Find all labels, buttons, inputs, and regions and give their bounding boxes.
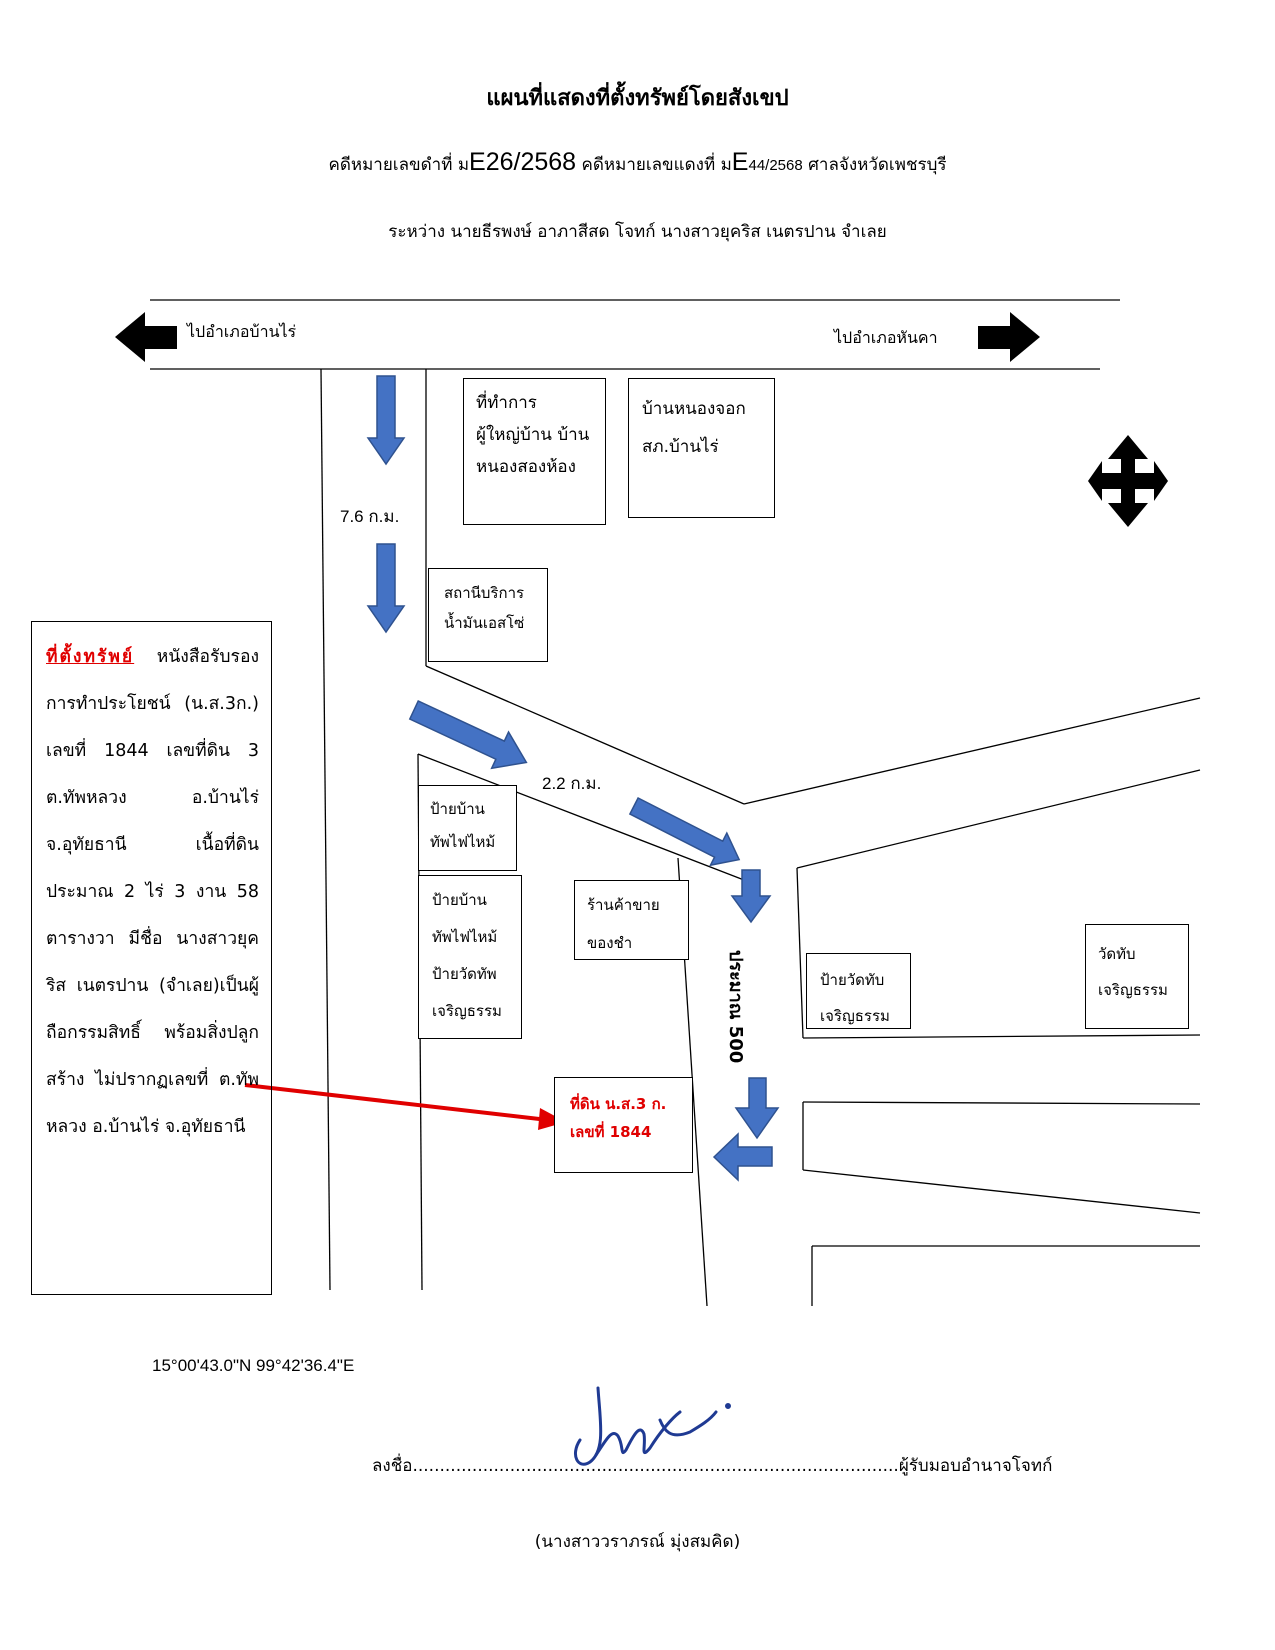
village-sign-1-label: ป้ายบ้าน ทัพไฟไหม้	[430, 800, 496, 851]
police-station-box	[628, 378, 775, 518]
blue-arrow-3-icon	[408, 699, 528, 770]
sign-role: ผู้รับมอบอำนาจโจทก์	[898, 1456, 1053, 1476]
blue-arrow-5-icon	[730, 869, 772, 924]
court-name: ศาลจังหวัดเพชรบุรี	[802, 155, 947, 175]
blue-arrow-7-icon	[712, 1132, 773, 1182]
red-pointer-arrow	[244, 1083, 566, 1130]
four-way-arrow-icon	[1088, 435, 1168, 527]
signer-name: (นางสาววราภรณ์ มุ่งสมคิด)	[534, 1532, 741, 1552]
red-case-letter: E	[731, 148, 749, 176]
distance-1-label: 7.6 ก.ม.	[340, 507, 400, 526]
snack-shop-label: ร้านค้าขาย ของชำ	[587, 896, 660, 952]
property-box-title: ที่ตั้งทรัพย์	[46, 647, 135, 667]
village-head-office-box	[463, 378, 606, 525]
gas-station-box	[428, 568, 548, 662]
temple-box	[1085, 924, 1189, 1029]
case-number-line: คดีหมายเลขดำที่ มE26/2568 คดีหมายเลขแดงท…	[0, 148, 1275, 178]
plot-box	[554, 1077, 693, 1173]
temple-label: วัดทับ เจริญธรรม	[1098, 945, 1168, 999]
plot-label: ที่ดิน น.ส.3 ก. เลขที่ 1844	[570, 1095, 667, 1141]
blue-arrow-6-icon	[734, 1077, 780, 1140]
village-sign-2-label: ป้ายบ้าน ทัพไฟไหม้ ป้ายวัดทัพ เจริญธรรม	[432, 891, 502, 1020]
sign-dots: ........................................…	[412, 1456, 899, 1476]
temple-sign-box	[806, 953, 911, 1029]
black-case-number: E26/2568	[469, 148, 577, 176]
page-title: แผนที่แสดงที่ตั้งทรัพย์โดยสังเขป	[486, 86, 789, 111]
temple-sign-label: ป้ายวัดทับ เจริญธรรม	[820, 971, 890, 1025]
sign-prefix: ลงชื่อ	[372, 1456, 413, 1476]
parties-line: ระหว่าง นายธีรพงษ์ อาภาสีสด โจทก์ นางสาว…	[388, 222, 887, 242]
distance-2-label: 2.2 ก.ม.	[542, 774, 602, 793]
direction-left-label: ไปอำเภอบ้านไร่	[187, 322, 297, 341]
property-description-box: ที่ตั้งทรัพย์ หนังสือรับรองการทำประโยชน์…	[31, 621, 272, 1295]
village-sign-2-box	[418, 875, 522, 1039]
property-box-body: หนังสือรับรองการทำประโยชน์ (น.ส.3ก.) เลข…	[46, 647, 259, 1137]
signature-drawing	[574, 1386, 731, 1466]
arrow-left-icon	[115, 312, 177, 362]
direction-right-label: ไปอำเภอหันคา	[834, 328, 938, 347]
gps-coordinates: 15°00'43.0"N 99°42'36.4"E	[152, 1356, 355, 1375]
red-case-number: 44/2568	[748, 157, 803, 174]
blue-arrow-4-icon	[628, 796, 741, 867]
village-head-office-label: ที่ทำการ ผู้ใหญ่บ้าน บ้าน หนองสองห้อง	[476, 393, 590, 477]
red-case-prefix: คดีหมายเลขแดงที่ ม	[576, 155, 732, 175]
police-station-label: บ้านหนองจอก สภ.บ้านไร่	[642, 399, 746, 457]
blue-arrow-2-icon	[367, 543, 405, 633]
snack-shop-box	[574, 880, 689, 960]
gas-station-label: สถานีบริการ น้ำมันเอสโซ่	[444, 584, 525, 632]
signature-line: ลงชื่อ..................................…	[372, 1452, 1052, 1479]
village-sign-1-box	[418, 785, 517, 871]
blue-arrow-1-icon	[367, 375, 405, 465]
main-road	[150, 299, 1120, 370]
black-case-prefix: คดีหมายเลขดำที่ ม	[328, 155, 470, 175]
distance-3-label: ประมาณ 500	[725, 950, 746, 1064]
arrow-right-icon	[978, 312, 1040, 362]
